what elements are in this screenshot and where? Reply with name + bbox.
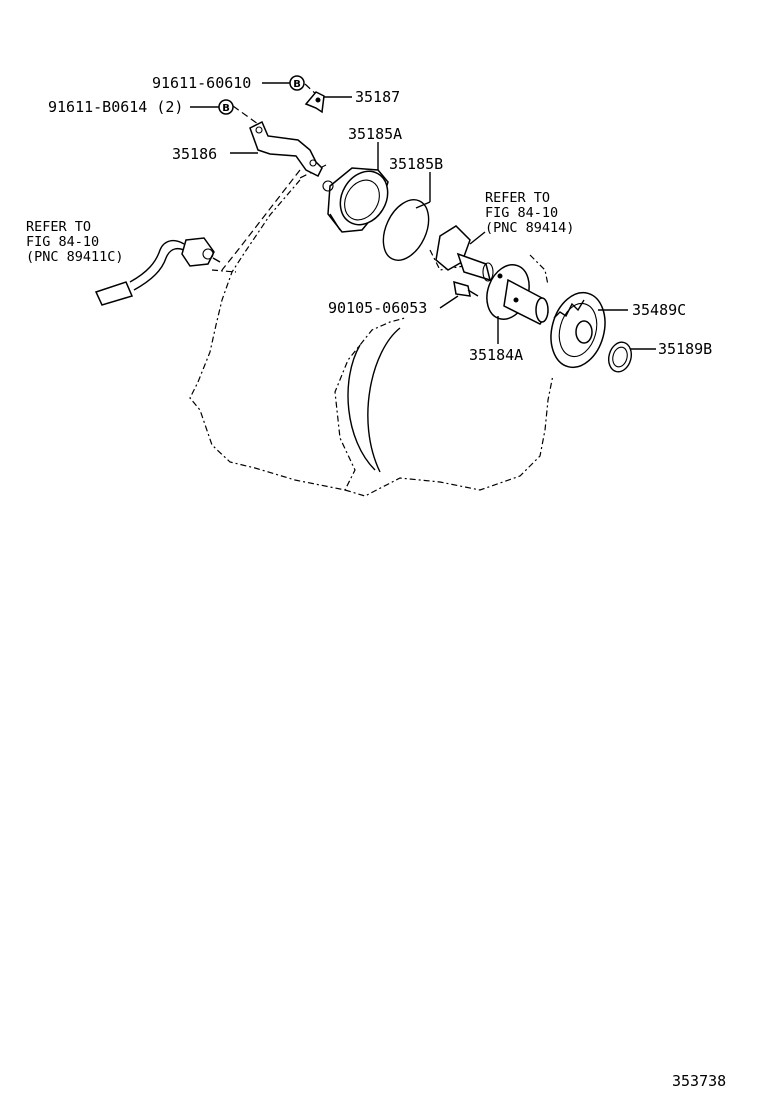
refer-right-line1: REFER TO [485, 190, 550, 206]
label-35184a: 35184A [469, 346, 523, 364]
bubble-b-icon: B [293, 79, 301, 90]
refer-left-line3: (PNC 89411C) [26, 249, 124, 265]
speed-sensor-right [435, 225, 494, 282]
speedometer-sleeve-35185a [322, 167, 389, 233]
refer-note-right: REFER TO FIG 84-10 (PNC 89414) [485, 190, 574, 236]
bracket-35186 [249, 120, 323, 178]
label-35185a: 35185A [348, 125, 402, 143]
label-91611-b0614: 91611-B0614 (2) [48, 98, 183, 116]
speed-sensor-connector [94, 237, 221, 306]
driven-gear-35184a [486, 264, 549, 325]
label-90105-06053: 90105-06053 [328, 299, 427, 317]
label-35187: 35187 [355, 88, 400, 106]
bolt-90105-06053 [453, 280, 479, 297]
transmission-case-outline [189, 179, 554, 497]
clip-35187 [304, 91, 325, 114]
refer-right-line2: FIG 84-10 [485, 205, 558, 221]
label-35186: 35186 [172, 145, 217, 163]
bolt-91611-60610: B [289, 75, 305, 91]
refer-right-line3: (PNC 89414) [485, 220, 574, 236]
refer-left-line2: FIG 84-10 [26, 234, 99, 250]
part-labels: 91611-60610 91611-B0614 (2) 35187 35185A… [48, 74, 712, 364]
label-35185b: 35185B [389, 155, 443, 173]
o-ring-35185b [382, 199, 430, 261]
bolt-91611-b0614: B [218, 99, 234, 115]
assembly-guide-lines [221, 83, 327, 271]
refer-note-left: REFER TO FIG 84-10 (PNC 89411C) [26, 219, 124, 265]
drive-gear-35489c [550, 291, 606, 369]
label-91611-60610: 91611-60610 [152, 74, 251, 92]
label-35189b: 35189B [658, 340, 712, 358]
label-35489c: 35489C [632, 301, 686, 319]
bubble-b-icon: B [222, 103, 230, 114]
snap-ring-35189b [607, 341, 633, 373]
figure-number: 353738 [672, 1072, 726, 1090]
leader-lines [190, 82, 656, 350]
refer-left-line1: REFER TO [26, 219, 91, 235]
